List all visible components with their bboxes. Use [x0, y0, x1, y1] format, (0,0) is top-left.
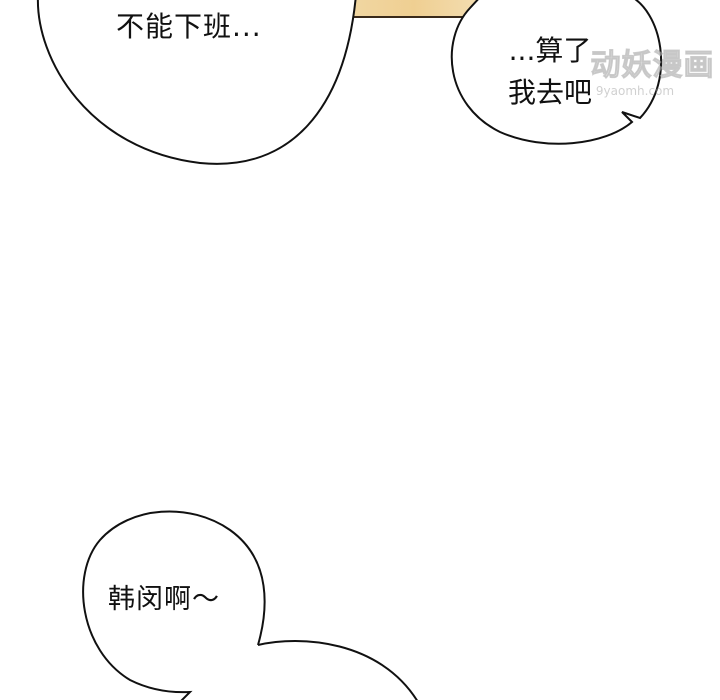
speech-bubble-1-text: 不能下班...: [116, 10, 262, 43]
speech-bubble-2-outline: [450, 0, 663, 145]
speech-bubble-2-line-2: 我去吧: [508, 76, 593, 109]
speech-bubble-4-outline: [257, 639, 418, 700]
speech-bubble-3-text: 韩闵啊～: [108, 584, 220, 615]
speech-bubble-2-text: ...算了 我去吧: [508, 30, 592, 114]
speech-bubble-2-line-1: ...算了: [508, 34, 592, 67]
speech-bubble-3-outline: [82, 510, 266, 700]
speech-bubble-1-outline: [37, 0, 357, 165]
